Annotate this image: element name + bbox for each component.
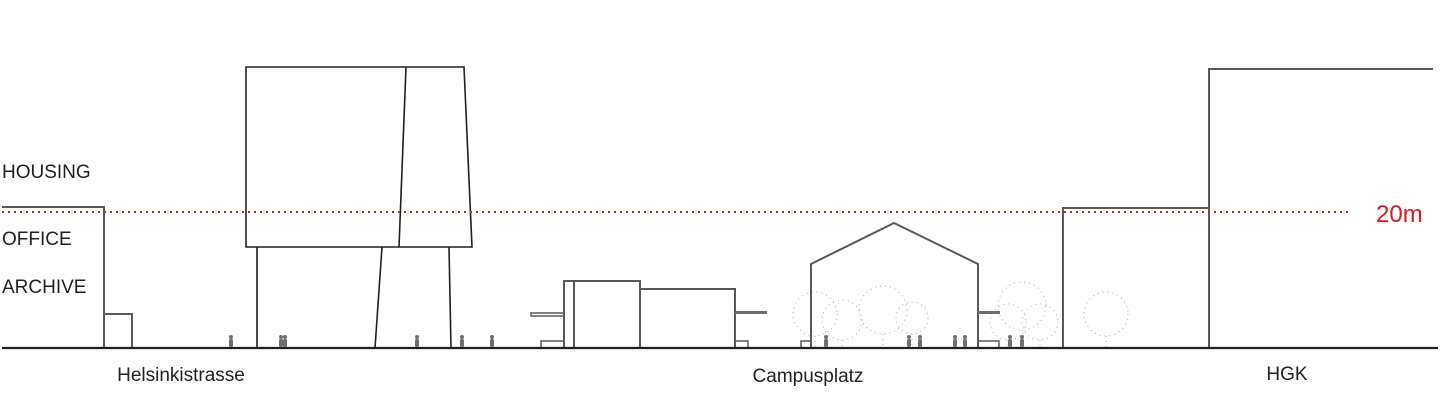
zone-label-office: OFFICE [2,229,72,250]
person-figure [1008,335,1012,347]
tower-volume [245,66,473,248]
person-figure [953,335,957,347]
location-label-campusplatz: Campusplatz [753,366,864,387]
tree-outline [821,299,863,348]
people [229,335,1024,347]
location-label-helsinkistrasse: Helsinkistrasse [117,365,245,386]
person-figure [415,335,419,347]
person-figure [824,335,828,347]
tree-outline [1021,303,1059,348]
tree-outline [989,303,1027,348]
tower-division [398,66,407,248]
person-figure [1020,335,1024,347]
gable-hall [800,221,1000,348]
hgk-building [1208,68,1433,348]
person-figure [490,335,494,347]
tree-outline [858,285,908,348]
tree-outline [792,291,838,348]
trees [792,281,1129,348]
person-figure [229,335,233,347]
tower-leg [374,246,383,349]
zone-label-housing: HOUSING [2,162,91,183]
tree-outline [895,301,929,348]
tree-outline [1083,291,1129,348]
tower-building [245,66,473,349]
person-figure [279,335,283,347]
person-figure [907,335,911,347]
left-building [2,206,105,348]
zone-label-archive: ARCHIVE [2,277,86,298]
person-figure [283,335,287,347]
right-building-low [1062,207,1209,348]
left-annex [104,313,133,348]
person-figure [460,335,464,347]
person-figure [963,335,967,347]
campus-pavilion [530,280,767,349]
height-limit-label: 20m [1376,201,1423,228]
location-label-hgk: HGK [1266,364,1308,385]
tower-leg [448,246,452,349]
person-figure [918,335,922,347]
